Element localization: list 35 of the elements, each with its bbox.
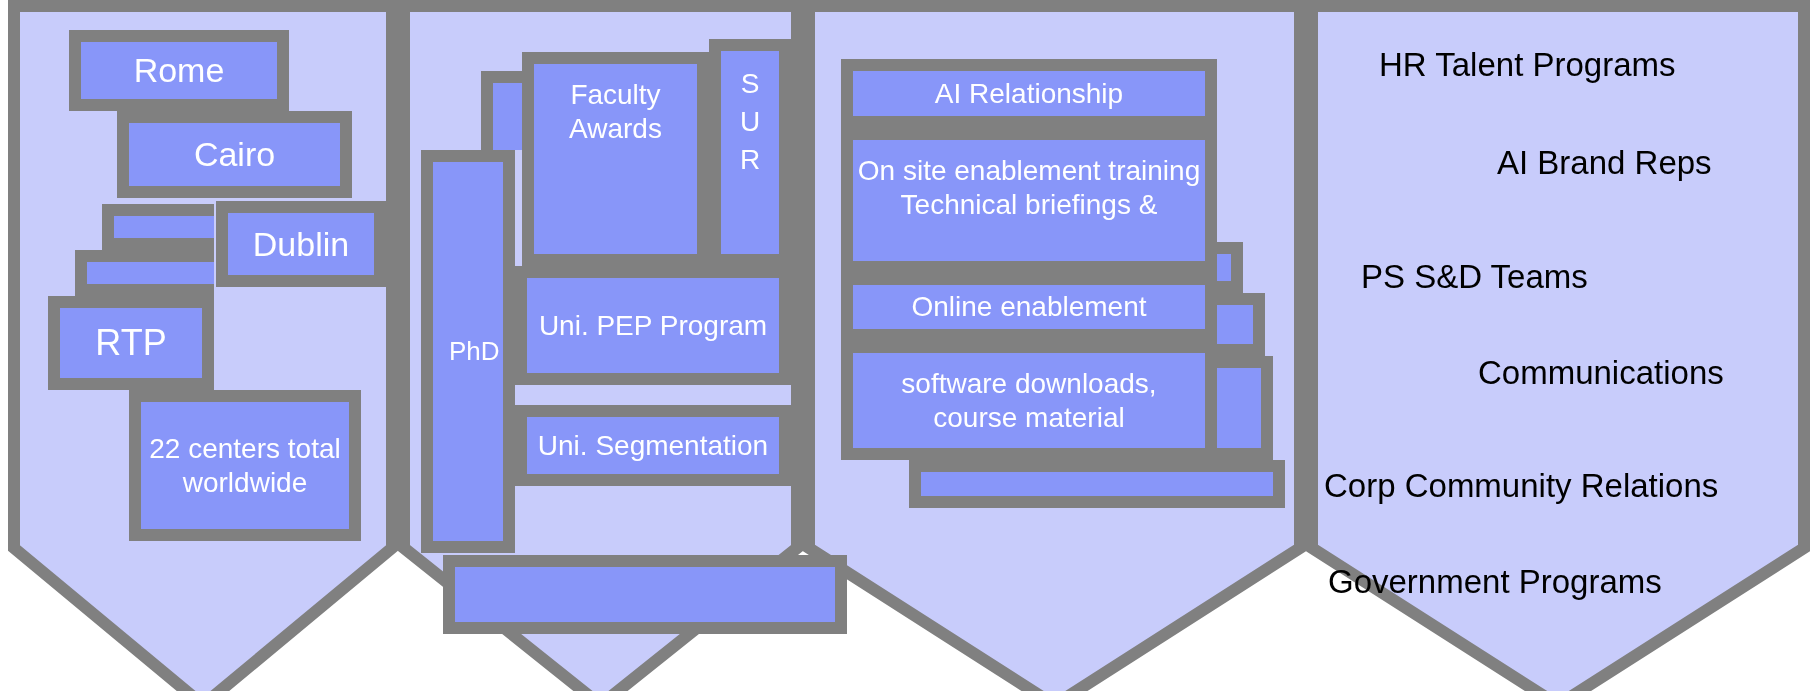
program-box xyxy=(421,150,515,553)
box-label: SUR xyxy=(738,67,762,177)
stacked-box xyxy=(443,555,847,634)
box-label: 22 centers total worldwide xyxy=(148,431,342,500)
program-label: Government Programs xyxy=(1328,563,1662,601)
program-box xyxy=(129,390,361,541)
program-box xyxy=(216,201,386,287)
program-label: PS S&D Teams xyxy=(1361,258,1588,296)
box-label: Dublin xyxy=(251,223,351,265)
stacked-box xyxy=(481,71,522,150)
box-label: PhD xyxy=(448,335,501,368)
box-label: Uni. PEP Program xyxy=(537,308,769,343)
box-label: Uni. Segmentation xyxy=(536,428,770,463)
chevron-panel xyxy=(8,0,398,691)
program-label: HR Talent Programs xyxy=(1379,46,1676,84)
stacked-box xyxy=(909,460,1285,508)
program-box xyxy=(117,111,352,198)
program-label: Communications xyxy=(1478,354,1724,392)
program-label: Corp Community Relations xyxy=(1324,467,1719,505)
box-label: Online enablement xyxy=(910,290,1148,324)
box-label: Technical briefings & xyxy=(899,187,1159,222)
box-label: On site enablement training xyxy=(856,154,1202,188)
stacked-box xyxy=(102,204,214,250)
program-label: AI Brand Reps xyxy=(1497,144,1712,182)
program-box xyxy=(841,59,1217,128)
chevron-panel xyxy=(803,0,1306,691)
chevron-panel xyxy=(1306,0,1810,691)
program-box xyxy=(69,30,289,111)
box-label: Faculty Awards xyxy=(568,78,663,146)
box-label: AI Relationship xyxy=(933,76,1125,111)
stacked-box xyxy=(1217,242,1243,293)
box-label: software downloads, course material xyxy=(900,366,1158,435)
box-label: RTP xyxy=(94,321,168,365)
box-label: Cairo xyxy=(192,134,277,175)
box-label: Rome xyxy=(132,50,226,91)
